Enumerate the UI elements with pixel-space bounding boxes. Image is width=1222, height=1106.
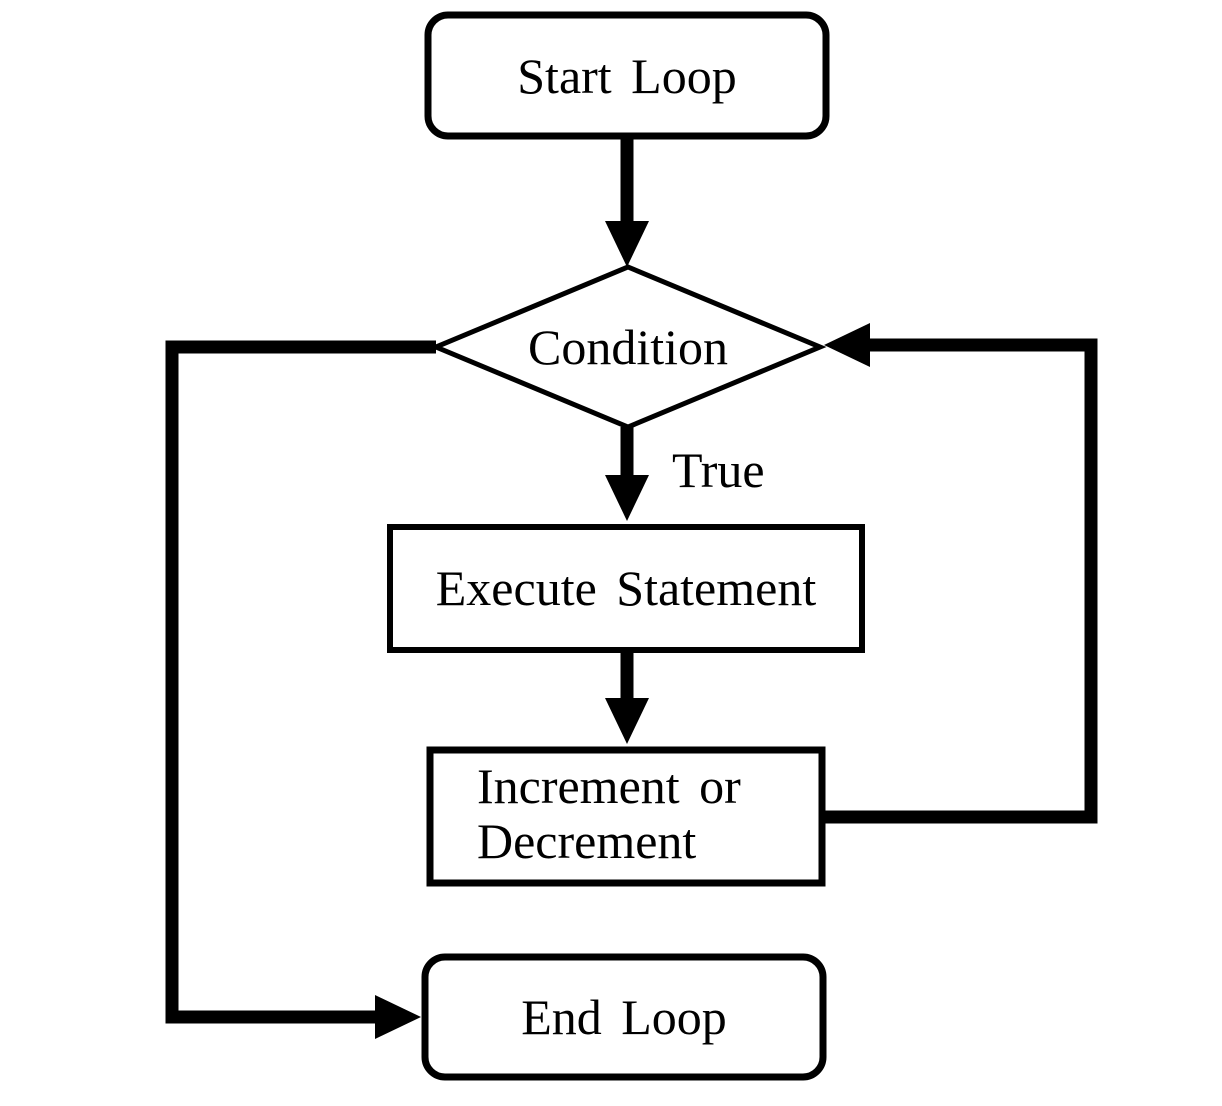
arrowhead-into-increment xyxy=(605,698,649,744)
true-edge-label: True xyxy=(672,442,765,498)
execute-statement-node xyxy=(387,524,865,653)
edge-increment-loop-back-to-condition xyxy=(820,338,1098,824)
start-loop-label: Start Loop xyxy=(517,48,736,104)
arrowhead-into-condition-right xyxy=(824,323,870,367)
arrowhead-into-end-loop xyxy=(375,995,421,1039)
end-loop-label: End Loop xyxy=(521,989,727,1045)
increment-label-line2: Decrement xyxy=(477,813,696,869)
execute-statement-label: Execute Statement xyxy=(436,560,817,616)
increment-label-line1: Increment or xyxy=(477,758,741,814)
end-loop-node xyxy=(421,953,827,1081)
condition-label: Condition xyxy=(528,319,728,375)
edge-condition-to-end xyxy=(165,340,436,1024)
arrowhead-into-condition-top xyxy=(605,221,649,267)
condition-diamond-node xyxy=(429,264,827,430)
increment-decrement-node xyxy=(426,746,826,887)
start-loop-node xyxy=(424,11,830,140)
arrowhead-into-execute xyxy=(605,475,649,521)
